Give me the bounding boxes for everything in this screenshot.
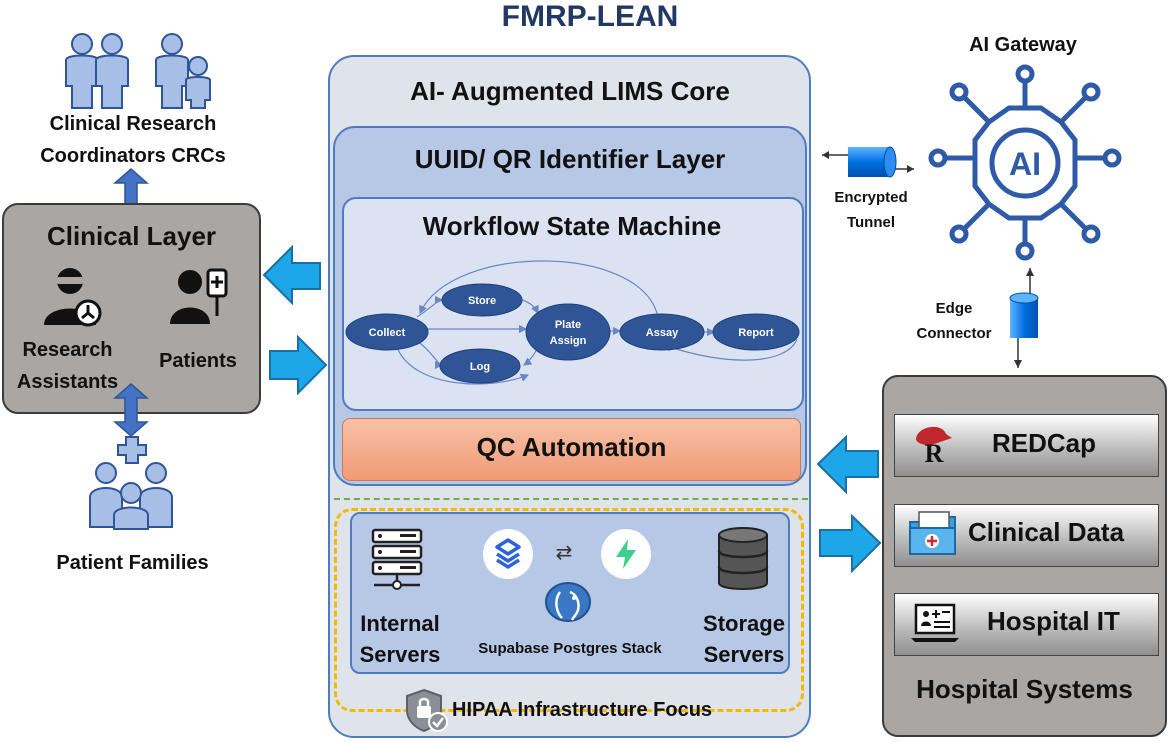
state-log xyxy=(439,348,521,384)
state-assign-label: Assign xyxy=(550,335,587,347)
state-plate-label: Plate xyxy=(555,319,581,331)
clinical-families-double-arrow xyxy=(113,383,149,437)
clinical-layer-title: Clinical Layer xyxy=(46,221,217,251)
state-assay xyxy=(619,313,705,351)
edge-log-loop xyxy=(395,344,530,385)
state-log-label: Log xyxy=(470,361,490,373)
supabase-stack-label: Supabase Postgres Stack xyxy=(478,640,662,657)
clinical-data-label: Clinical Data xyxy=(968,517,1125,547)
encrypted-tunnel-icon xyxy=(822,146,914,178)
workflow-title: Workflow State Machine xyxy=(422,211,722,241)
hospital-it-label: Hospital IT xyxy=(987,606,1120,636)
redcap-logo-icon: R xyxy=(916,426,952,466)
qc-automation-title: QC Automation xyxy=(476,432,667,462)
edge-connector-label-2: Connector xyxy=(916,325,992,342)
server-rack-icon xyxy=(371,528,423,590)
patient-families-icon xyxy=(89,436,173,530)
state-collect xyxy=(345,313,429,351)
patients-label: Patients xyxy=(159,350,237,372)
sync-arrows-icon: ⇄ xyxy=(555,542,573,564)
uuid-layer-title: UUID/ QR Identifier Layer xyxy=(414,144,726,174)
hipaa-boundary xyxy=(334,508,804,712)
redcap-logo-letter: R xyxy=(925,439,944,466)
ai-gateway-title: AI Gateway xyxy=(969,34,1077,56)
diagram-title: FMRP-LEAN xyxy=(501,0,679,33)
research-assistants-label-1: Research xyxy=(22,339,113,361)
redcap-box xyxy=(894,414,1159,477)
redcap-label: REDCap xyxy=(992,428,1097,458)
edge-assay-collect xyxy=(419,260,659,318)
state-store xyxy=(441,283,523,317)
state-collect-label: Collect xyxy=(369,327,406,339)
crc-label-2: Coordinators CRCs xyxy=(40,145,226,167)
edge-collect-log xyxy=(416,340,444,370)
qc-automation-box xyxy=(342,418,801,481)
crc-label-1: Clinical Research xyxy=(49,113,217,135)
ai-gateway-icon: AI xyxy=(928,64,1122,261)
ai-gateway-icon-text: AI xyxy=(1009,146,1041,182)
hipaa-label: HIPAA Infrastructure Focus xyxy=(452,699,713,721)
storage-servers-label-1: Storage xyxy=(703,611,785,636)
separator-dashed-line xyxy=(334,498,808,500)
lims-core-title: AI- Augmented LIMS Core xyxy=(410,76,730,106)
postgres-elephant-icon xyxy=(545,582,591,622)
database-icon xyxy=(717,527,769,590)
internal-servers-label-2: Servers xyxy=(359,642,441,667)
state-report-label: Report xyxy=(738,327,774,339)
state-plate-assign xyxy=(525,303,611,361)
workflow-diagram: Collect Store Log Plate Assign Assay Rep… xyxy=(345,260,800,385)
research-assistants-label-2: Assistants xyxy=(16,371,119,393)
hospital-it-laptop-icon xyxy=(911,603,959,642)
internal-servers-label-1: Internal xyxy=(360,611,440,636)
hospital-systems-title: Hospital Systems xyxy=(916,674,1133,704)
clinical-to-lims-arrow xyxy=(269,335,328,396)
state-assay-label: Assay xyxy=(646,327,679,339)
storage-servers-label-2: Servers xyxy=(703,642,785,667)
clinical-folder-icon xyxy=(909,511,956,555)
hospital-to-lims-arrow xyxy=(816,435,879,495)
research-assistant-icon xyxy=(44,268,102,327)
edge-connector-icon xyxy=(1009,268,1039,368)
edge-store-plate xyxy=(521,299,539,315)
state-store-label: Store xyxy=(468,295,496,307)
encrypted-tunnel-label-1: Encrypted xyxy=(834,189,908,206)
supabase-bolt-icon xyxy=(601,529,651,579)
shield-lock-icon xyxy=(406,688,448,733)
edge-collect-store xyxy=(416,295,444,318)
patient-families-label: Patient Families xyxy=(56,552,209,574)
supabase-logo-icon xyxy=(483,529,533,579)
state-report xyxy=(712,313,800,351)
patient-iv-icon xyxy=(170,268,228,324)
encrypted-tunnel-label-2: Tunnel xyxy=(846,214,896,231)
edge-connector-label-1: Edge xyxy=(935,300,973,317)
crc-group-icon xyxy=(65,33,211,109)
lims-to-clinical-arrow xyxy=(262,245,321,306)
lims-to-hospital-arrow xyxy=(819,514,882,574)
edge-report-assay xyxy=(662,338,798,361)
